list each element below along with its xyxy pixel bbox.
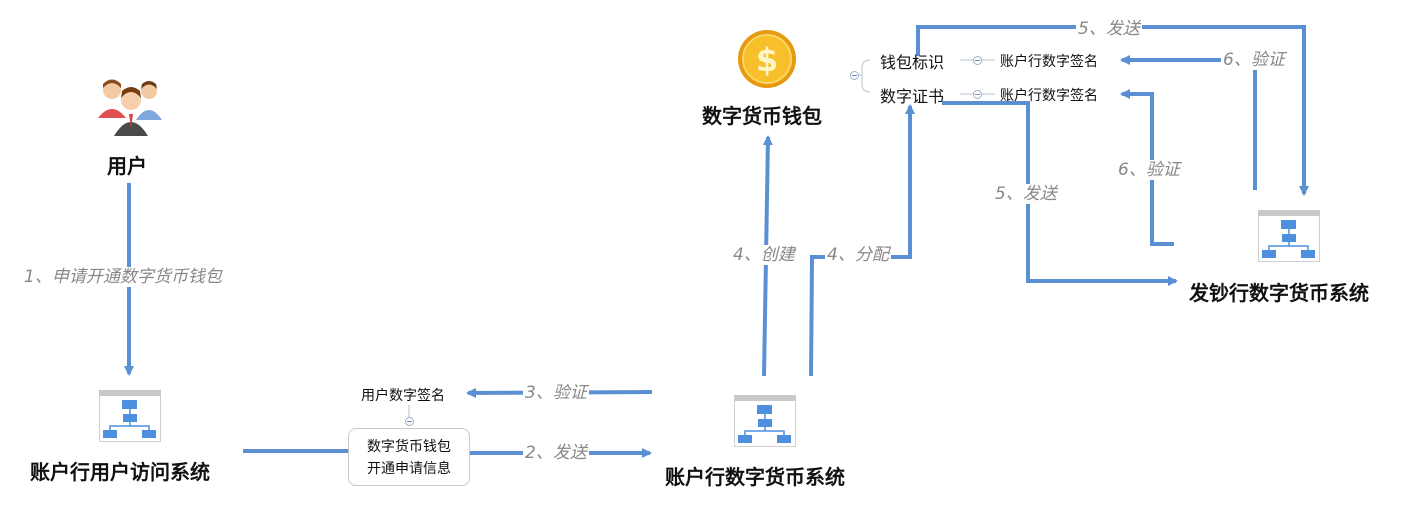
link-bank-to-cert — [809, 104, 915, 377]
system-icon-issuer — [1258, 210, 1320, 262]
node-user: 用户 — [107, 154, 147, 178]
edge-label-5a: 5、发送 — [1076, 19, 1142, 39]
request-line-1: 数字货币钱包 — [367, 439, 451, 455]
svg-text:$: $ — [756, 41, 778, 79]
node-bank-currency-system: 账户行数字货币系统 — [665, 465, 845, 489]
node-issuer-system: 发钞行数字货币系统 — [1189, 281, 1369, 305]
node-wallet-id: 钱包标识 — [880, 53, 945, 72]
collapse-toggle-request[interactable] — [405, 417, 414, 426]
node-certificate: 数字证书 — [880, 87, 945, 106]
edge-label-4a: 4、创建 — [731, 245, 797, 265]
system-icon-bank — [734, 395, 796, 447]
dollar-coin-icon: $ — [738, 30, 796, 88]
bracket-wallet-fields — [861, 59, 871, 93]
edge-label-1: 1、申请开通数字货币钱包 — [22, 267, 224, 287]
collapse-toggle-wallet[interactable] — [850, 71, 859, 80]
edge-label-3: 3、验证 — [523, 383, 589, 403]
node-request-info: 数字货币钱包 开通申请信息 — [348, 428, 470, 486]
link-cert-to-issuer — [942, 101, 1178, 286]
request-line-2: 开通申请信息 — [367, 461, 451, 477]
edge-label-6b: 6、验证 — [1116, 160, 1182, 180]
system-icon-access — [99, 390, 161, 442]
collapse-toggle-cert[interactable] — [973, 90, 982, 99]
node-wallet: 数字货币钱包 — [702, 104, 822, 128]
edge-label-6a: 6、验证 — [1221, 50, 1287, 70]
collapse-toggle-walletid[interactable] — [973, 56, 982, 65]
edge-label-4b: 4、分配 — [825, 245, 891, 265]
edge-label-5b: 5、发送 — [993, 184, 1059, 204]
node-user-signature: 用户数字签名 — [361, 388, 445, 404]
users-group-icon — [98, 79, 162, 136]
edge-label-2: 2、发送 — [523, 443, 589, 463]
node-sig-cert: 账户行数字签名 — [1000, 88, 1098, 104]
node-sig-wallet-id: 账户行数字签名 — [1000, 54, 1098, 70]
node-access-system: 账户行用户访问系统 — [30, 460, 210, 484]
